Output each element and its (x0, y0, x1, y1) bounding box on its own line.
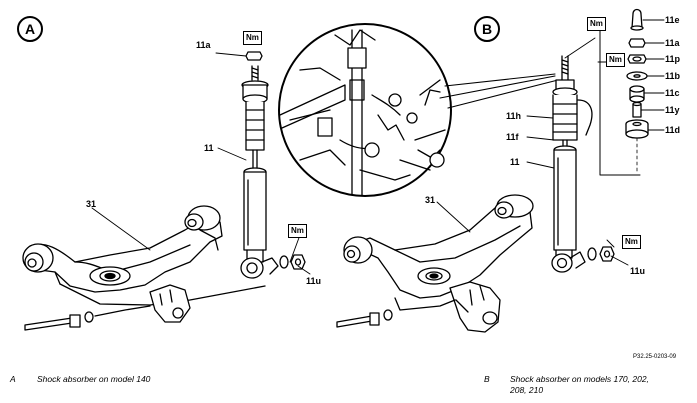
part-label-11u-left: 11u (306, 276, 322, 286)
part-label-11f: 11f (506, 132, 519, 142)
part-label-11a-left: 11a (196, 40, 211, 50)
top-mount-parts (599, 8, 649, 176)
part-label-11d: 11d (665, 125, 681, 135)
drawing-reference-number: P32.25-0203-09 (633, 354, 677, 360)
caption-b-text-line1: Shock absorber on models 170, 202, (510, 374, 649, 384)
caption-b-letter: B (484, 374, 490, 384)
caption-a-text: Shock absorber on model 140 (37, 374, 151, 384)
torque-box-11u-right: Nm (622, 235, 641, 249)
part-label-11e: 11e (665, 15, 680, 25)
shock-absorber-b (551, 55, 615, 273)
detail-inset (278, 23, 559, 197)
part-label-11p: 11p (665, 54, 681, 64)
panel-a-label: A (17, 16, 43, 42)
torque-box-11a-left: Nm (243, 31, 262, 45)
part-label-31-left: 31 (86, 199, 97, 209)
part-label-11c: 11c (665, 88, 680, 98)
torque-box-11u-left: Nm (288, 224, 307, 238)
caption-b-text-line2: 208, 210 (510, 385, 544, 395)
part-label-11u-right: 11u (630, 266, 646, 276)
panel-b-label: B (474, 16, 500, 42)
caption-a-letter: A (10, 374, 16, 384)
control-arm-a (22, 205, 266, 331)
part-label-11-right: 11 (510, 157, 520, 167)
torque-box-11p: Nm (606, 53, 625, 67)
part-label-11h: 11h (506, 111, 522, 121)
leader-lines (91, 19, 665, 275)
part-label-31-right: 31 (425, 195, 436, 205)
part-label-11y: 11y (665, 105, 680, 115)
part-label-11-left: 11 (204, 143, 214, 153)
torque-box-top-right: Nm (587, 17, 606, 31)
part-label-11a-right: 11a (665, 38, 680, 48)
control-arm-b (336, 194, 534, 333)
part-label-11b: 11b (665, 71, 681, 81)
